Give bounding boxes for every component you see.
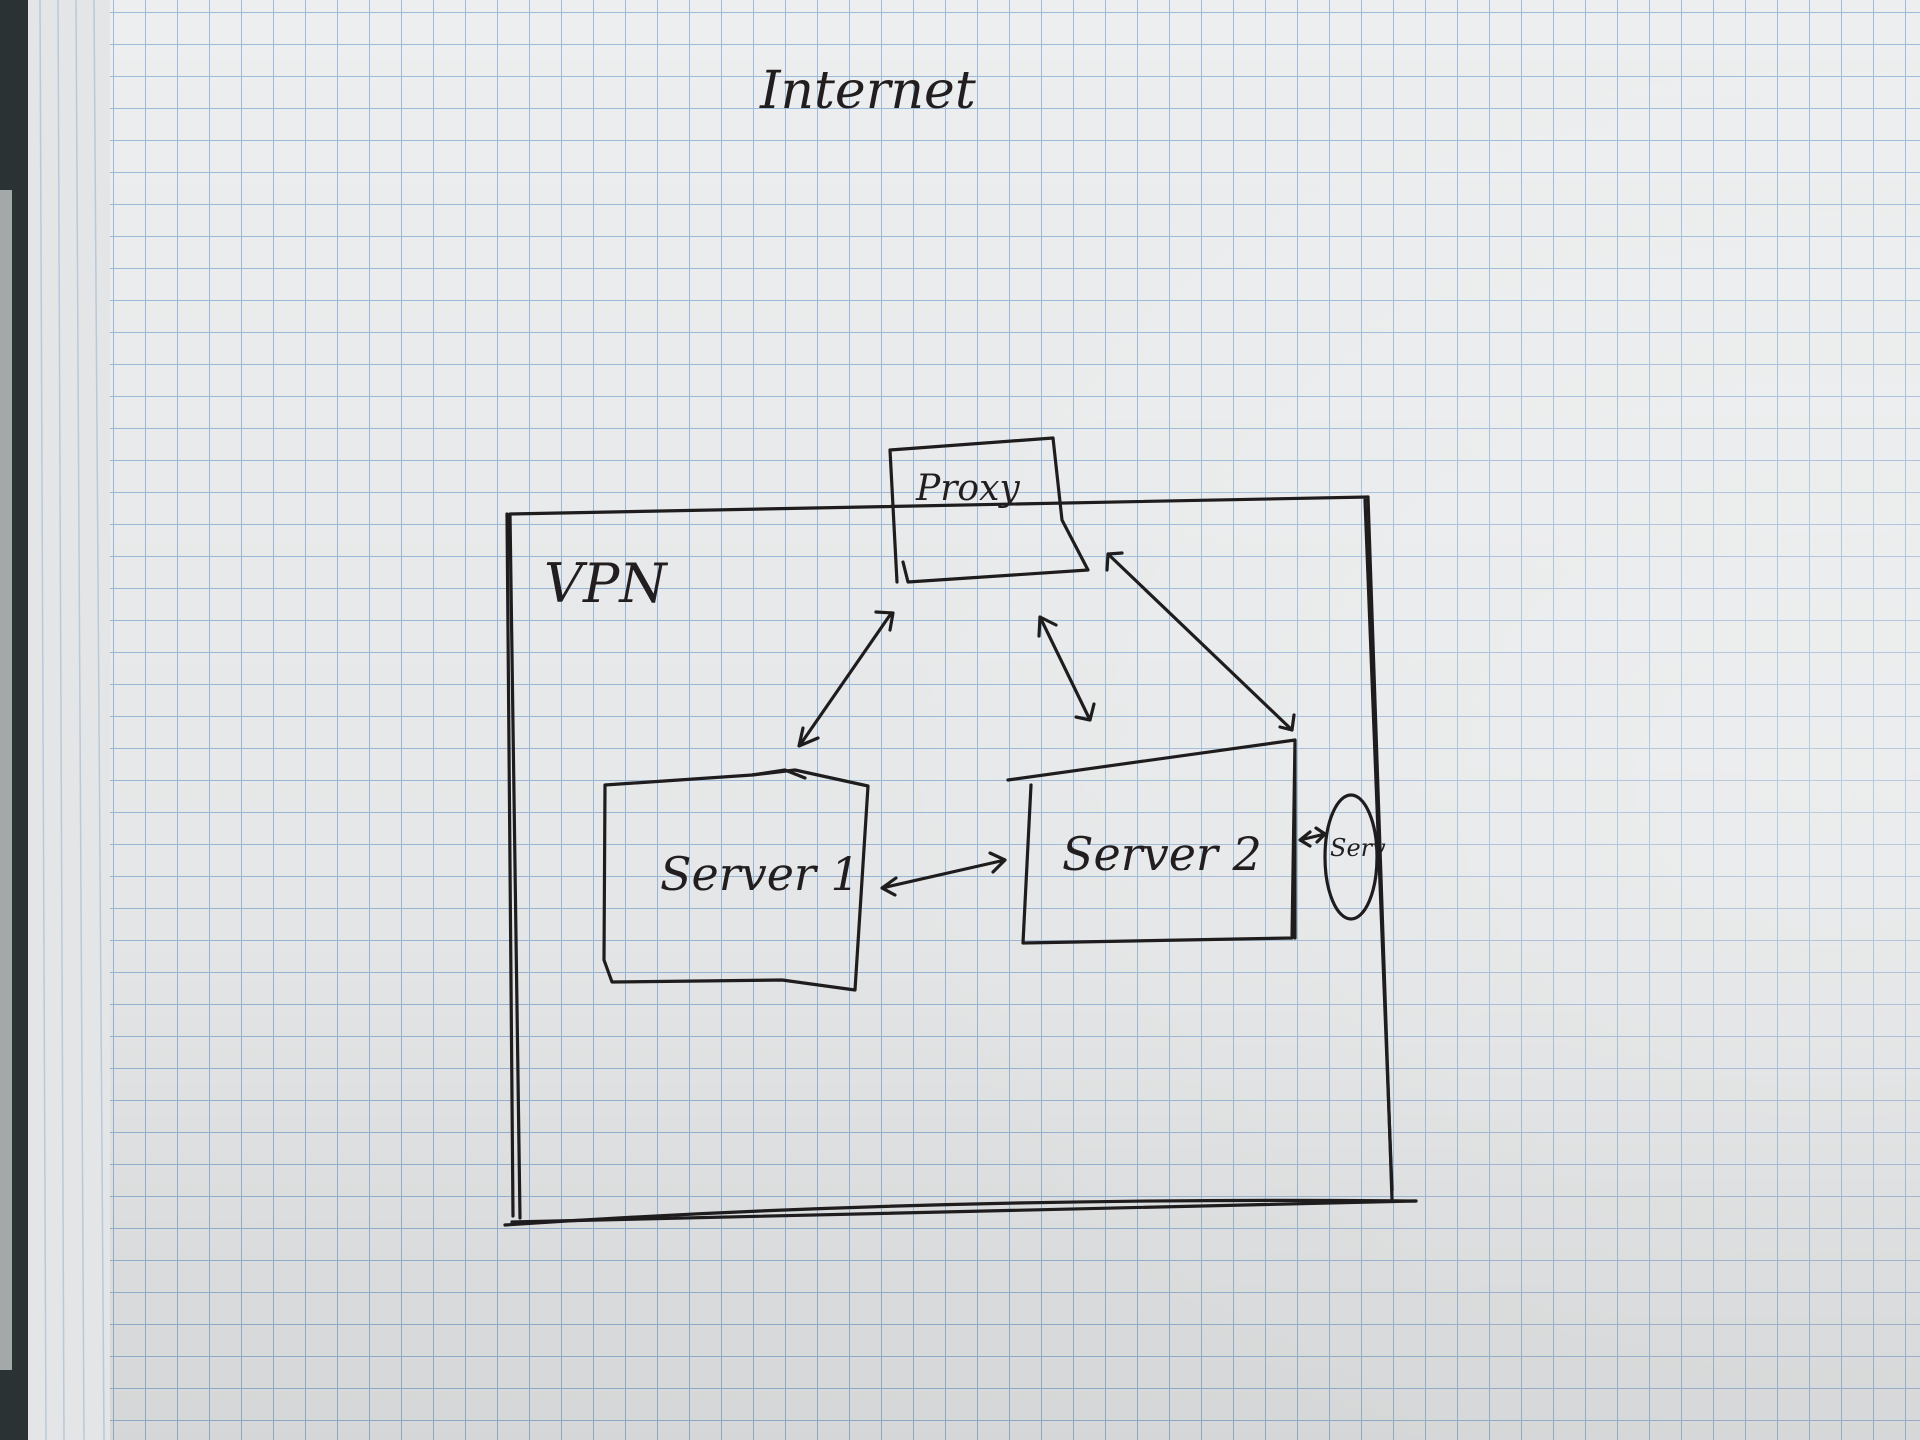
binder-ring [0,190,12,1370]
links [797,551,1327,897]
page-stack-lines [39,0,105,1440]
page-stack-edge [28,0,120,1440]
server3-label: Serv [1330,834,1386,862]
link-proxy-server2 [1037,615,1096,722]
server3-oval [1323,793,1379,921]
link-proxy-server2-long [1105,551,1296,732]
proxy-box [888,436,1090,584]
diagram-heading: Internet [759,61,976,121]
link-server1-server2 [880,851,1007,897]
vpn-label: VPN [544,552,668,615]
server2-box [1006,738,1297,945]
link-proxy-server1 [797,610,895,748]
server2-label: Server 2 [1062,827,1262,881]
proxy-label: Proxy [915,468,1020,509]
link-server2-server3 [1298,826,1327,848]
server1-label: Server 1 [660,847,860,901]
